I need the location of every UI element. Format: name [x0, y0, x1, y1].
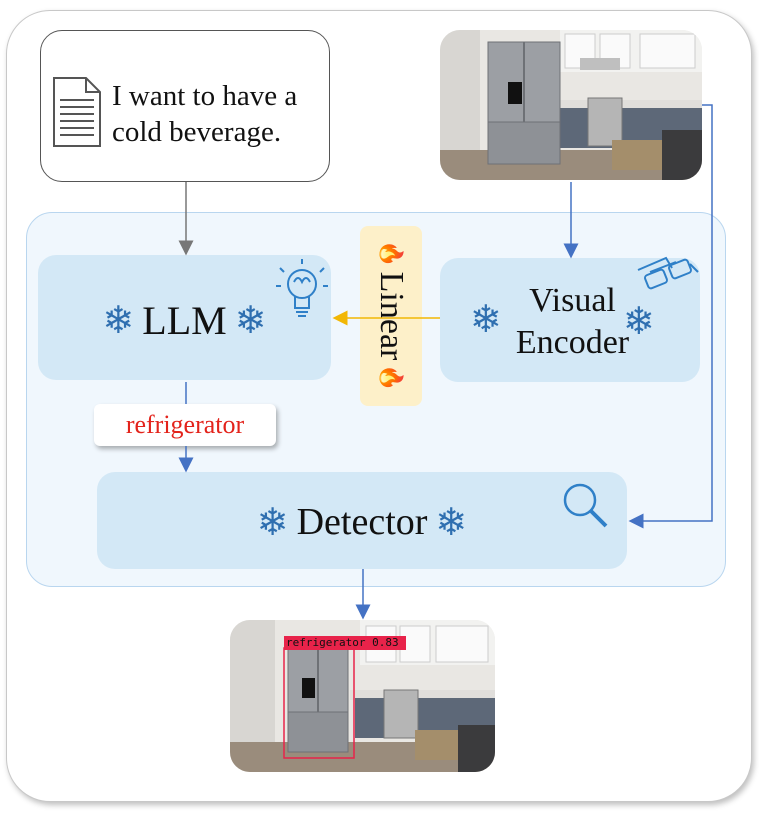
snowflake-icon: ❄ [470, 297, 502, 341]
linear-module: 🔥 Linear 🔥 [360, 226, 422, 406]
flame-icon: 🔥 [378, 240, 404, 268]
detector-module [97, 472, 627, 569]
visual-encoder-label-line1: Visual [529, 282, 616, 319]
detector-label: Detector [296, 501, 428, 543]
visual-encoder-label-line2: Encoder [515, 324, 630, 361]
snowflake-icon: ❄ [234, 298, 267, 342]
linear-label: Linear [373, 271, 410, 361]
snowflake-icon: ❄ [623, 299, 655, 343]
snowflake-icon: ❄ [435, 500, 468, 544]
flame-icon: 🔥 [378, 364, 404, 392]
llm-title: ❄ LLM ❄ [38, 292, 331, 348]
llm-label: LLM [142, 297, 227, 343]
llm-module [38, 255, 331, 380]
output-token-tag: refrigerator [94, 404, 276, 446]
snowflake-icon: ❄ [102, 298, 135, 342]
detection-label: refrigerator 0.83 [286, 636, 399, 649]
detector-title: ❄ Detector ❄ [97, 497, 627, 547]
query-text: I want to have a cold beverage. [112, 80, 298, 148]
visual-encoder-label: Visual Encoder [500, 280, 645, 364]
snowflake-icon: ❄ [256, 500, 289, 544]
output-token-text: refrigerator [125, 410, 245, 439]
